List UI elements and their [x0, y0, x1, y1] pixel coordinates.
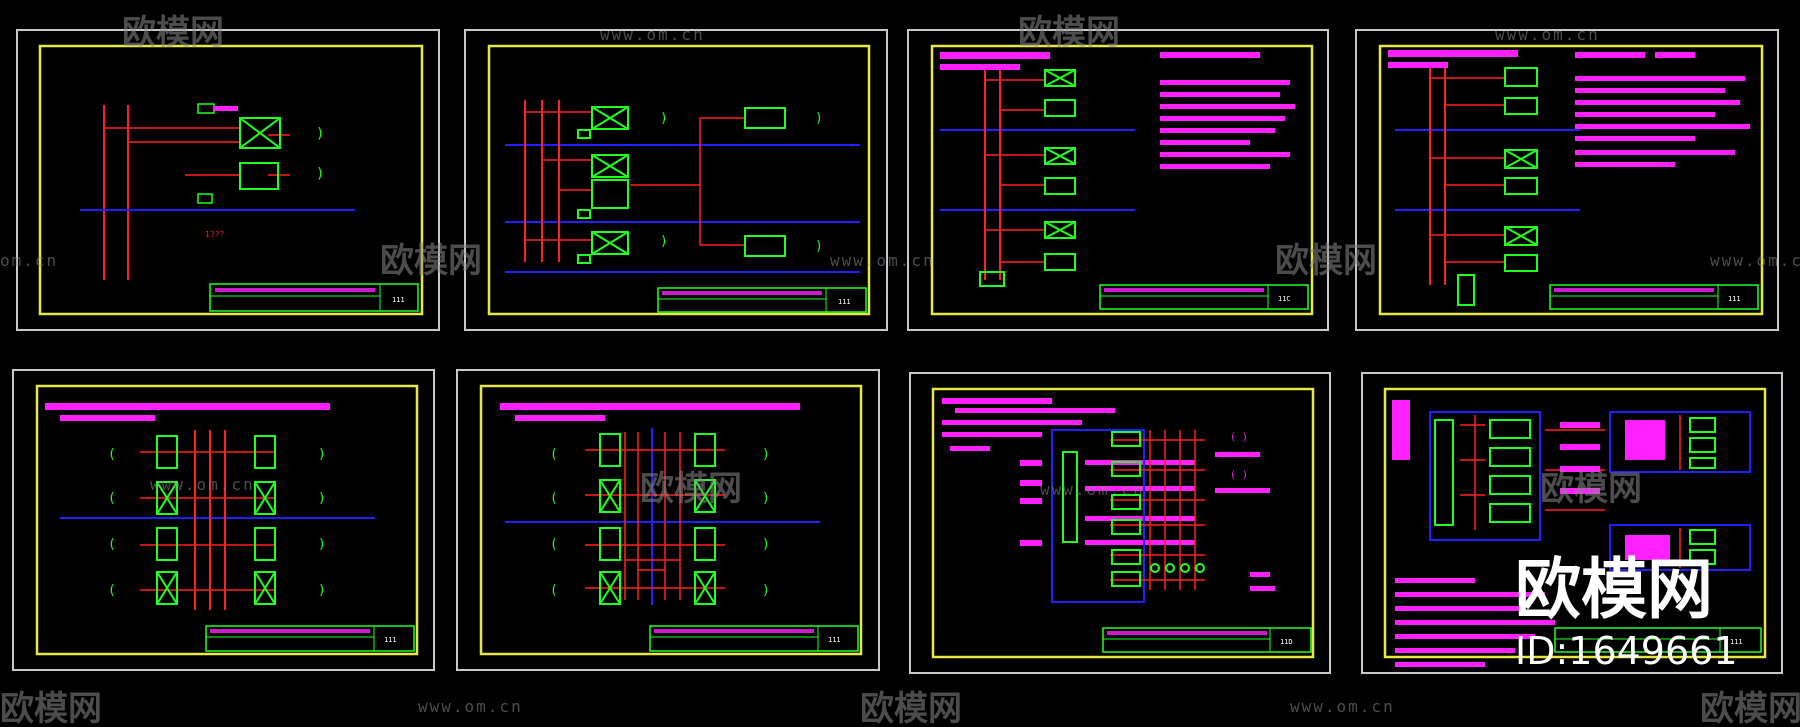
watermark-logo: 欧模网 [860, 689, 962, 727]
svg-text:): ) [316, 166, 324, 182]
drawing-frame [930, 44, 1314, 316]
watermark-logo: 欧模网 [640, 469, 742, 509]
drawing-frame [487, 44, 871, 316]
svg-text:): ) [660, 234, 668, 249]
brand-stamp: 欧模网 ID:1649661 [1515, 551, 1738, 673]
svg-text:): ) [762, 447, 770, 462]
title-block [209, 283, 419, 312]
sheet-border [12, 369, 435, 671]
svg-text:): ) [316, 126, 324, 142]
svg-text:): ) [762, 537, 770, 552]
sheet-1-label: 1??? [205, 230, 224, 239]
svg-text:(: ( [108, 491, 116, 506]
panel-outline [1429, 411, 1541, 541]
sheet-border [1355, 29, 1779, 331]
svg-text:(: ( [550, 583, 558, 598]
svg-text:(: ( [550, 491, 558, 506]
svg-text:(: ( [550, 537, 558, 552]
watermark-url: www.om.cn [830, 251, 935, 270]
drawing-frame [35, 384, 419, 656]
title-block-number: 111 [1728, 295, 1741, 303]
drawing-sheet-5[interactable]: ( ( ( ( ) ) ) ) 111 [12, 369, 435, 671]
svg-text:): ) [318, 447, 326, 462]
svg-text:): ) [318, 583, 326, 598]
title-block [1099, 284, 1309, 310]
watermark-url: www.om.cn [1040, 480, 1145, 499]
title-block-number: 111 [828, 636, 841, 644]
title-block-number: 111 [838, 298, 851, 306]
watermark-url: www.om.cn [1290, 697, 1395, 716]
svg-text:): ) [762, 583, 770, 598]
drawing-sheet-6[interactable]: ( ( ( ( ) ) ) ) 111 [456, 369, 880, 671]
drawing-sheet-3[interactable]: 11C [907, 29, 1329, 331]
sheet-border [909, 372, 1331, 674]
title-block [657, 287, 867, 313]
title-block [205, 625, 415, 652]
title-block-number: 11C [1278, 295, 1291, 303]
title-block-number: 111 [384, 636, 397, 644]
svg-text:(: ( [108, 447, 116, 462]
watermark-logo: 欧模网 [1275, 241, 1377, 281]
watermark-url: www.om.cn [1710, 251, 1800, 270]
resource-id: ID:1649661 [1515, 629, 1738, 673]
sheet-border [464, 29, 888, 331]
drawing-frame [1383, 387, 1767, 659]
drawing-sheet-7[interactable]: ( ) ( ) 11D [909, 372, 1331, 674]
svg-text:): ) [815, 239, 823, 254]
drawing-sheet-2[interactable]: ) ) ) ) 111 [464, 29, 888, 331]
watermark-logo: 欧模网 [122, 13, 224, 53]
watermark-logo: 欧模网 [380, 241, 482, 281]
watermark-url: www.om.cn [418, 697, 523, 716]
watermark-logo: 欧模网 [1700, 689, 1800, 727]
svg-text:(: ( [108, 583, 116, 598]
panel-outline [1051, 429, 1145, 603]
watermark-logo: 欧模网 [0, 689, 102, 727]
watermark-logo: 欧模网 [1540, 469, 1642, 509]
drawing-sheet-1[interactable]: ) ) 1??? 111 [16, 29, 440, 331]
svg-text:): ) [318, 537, 326, 552]
title-block-number: 111 [1730, 638, 1743, 646]
title-block-number: 11D [1280, 638, 1293, 646]
svg-text:): ) [762, 491, 770, 506]
brand-name: 欧模网 [1515, 551, 1713, 628]
sheet-border [16, 29, 440, 331]
title-block [1102, 627, 1312, 653]
watermark-url: www.om.cn [150, 475, 255, 494]
svg-text:): ) [815, 111, 823, 126]
sheet-border [907, 29, 1329, 331]
sheet-border [1361, 372, 1783, 674]
watermark-url: www.om.cn [600, 25, 705, 44]
drawing-frame [479, 384, 863, 656]
drawing-frame [1378, 44, 1764, 316]
svg-text:(: ( [550, 447, 558, 462]
drawing-frame [931, 387, 1315, 659]
title-block-number: 111 [392, 296, 405, 304]
title-block [649, 625, 859, 652]
drawing-sheet-4[interactable]: 111 [1355, 29, 1779, 331]
title-block [1549, 284, 1759, 310]
drawing-frame [38, 44, 424, 316]
watermark-logo: 欧模网 [1018, 13, 1120, 53]
sheet-border [456, 369, 880, 671]
svg-text:(: ( [108, 537, 116, 552]
svg-text:): ) [660, 111, 668, 126]
watermark-layer: 欧模网 欧模网 www.om.cn www.om.cn 欧模网 欧模网 om.c… [0, 13, 1800, 727]
svg-text:( ): ( ) [1230, 432, 1248, 443]
svg-text:( ): ( ) [1230, 470, 1248, 481]
relay-box [239, 117, 281, 149]
contactor-box [239, 162, 279, 190]
title-block [1554, 627, 1762, 653]
drawing-sheet-8[interactable]: 111 [1361, 372, 1783, 674]
watermark-url: om.cn [0, 251, 58, 270]
svg-text:): ) [318, 491, 326, 506]
watermark-url: www.om.cn [1495, 25, 1600, 44]
